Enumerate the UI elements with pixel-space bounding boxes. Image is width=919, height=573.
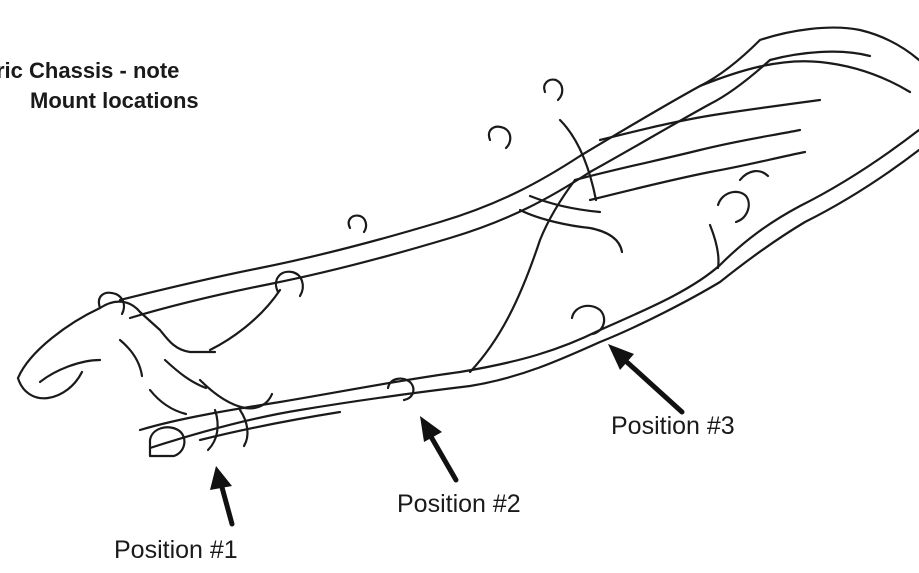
mount-position-2 <box>386 377 415 402</box>
arrow-position-1 <box>210 466 235 527</box>
right-frame-rail <box>118 38 762 302</box>
position-1-label: Position #1 <box>114 536 238 564</box>
arrow-position-2 <box>420 416 459 483</box>
crossmember-mid <box>468 178 577 374</box>
mount-position-1 <box>148 426 186 458</box>
front-crossmember <box>16 300 217 380</box>
left-frame-rail <box>138 128 919 432</box>
arrow-position-3 <box>608 344 685 415</box>
mount-position-3 <box>570 304 606 336</box>
position-2-label: Position #2 <box>397 490 521 518</box>
crossmember-front <box>208 288 282 352</box>
crossmember-rear-b <box>598 98 822 142</box>
position-3-label: Position #3 <box>611 412 735 440</box>
diagram-title-line-1: ric Chassis - note <box>0 58 180 83</box>
diagram-title-line-2: Mount locations <box>30 88 199 113</box>
crossmember-rear-a <box>573 128 802 182</box>
callout-arrows <box>210 344 685 527</box>
